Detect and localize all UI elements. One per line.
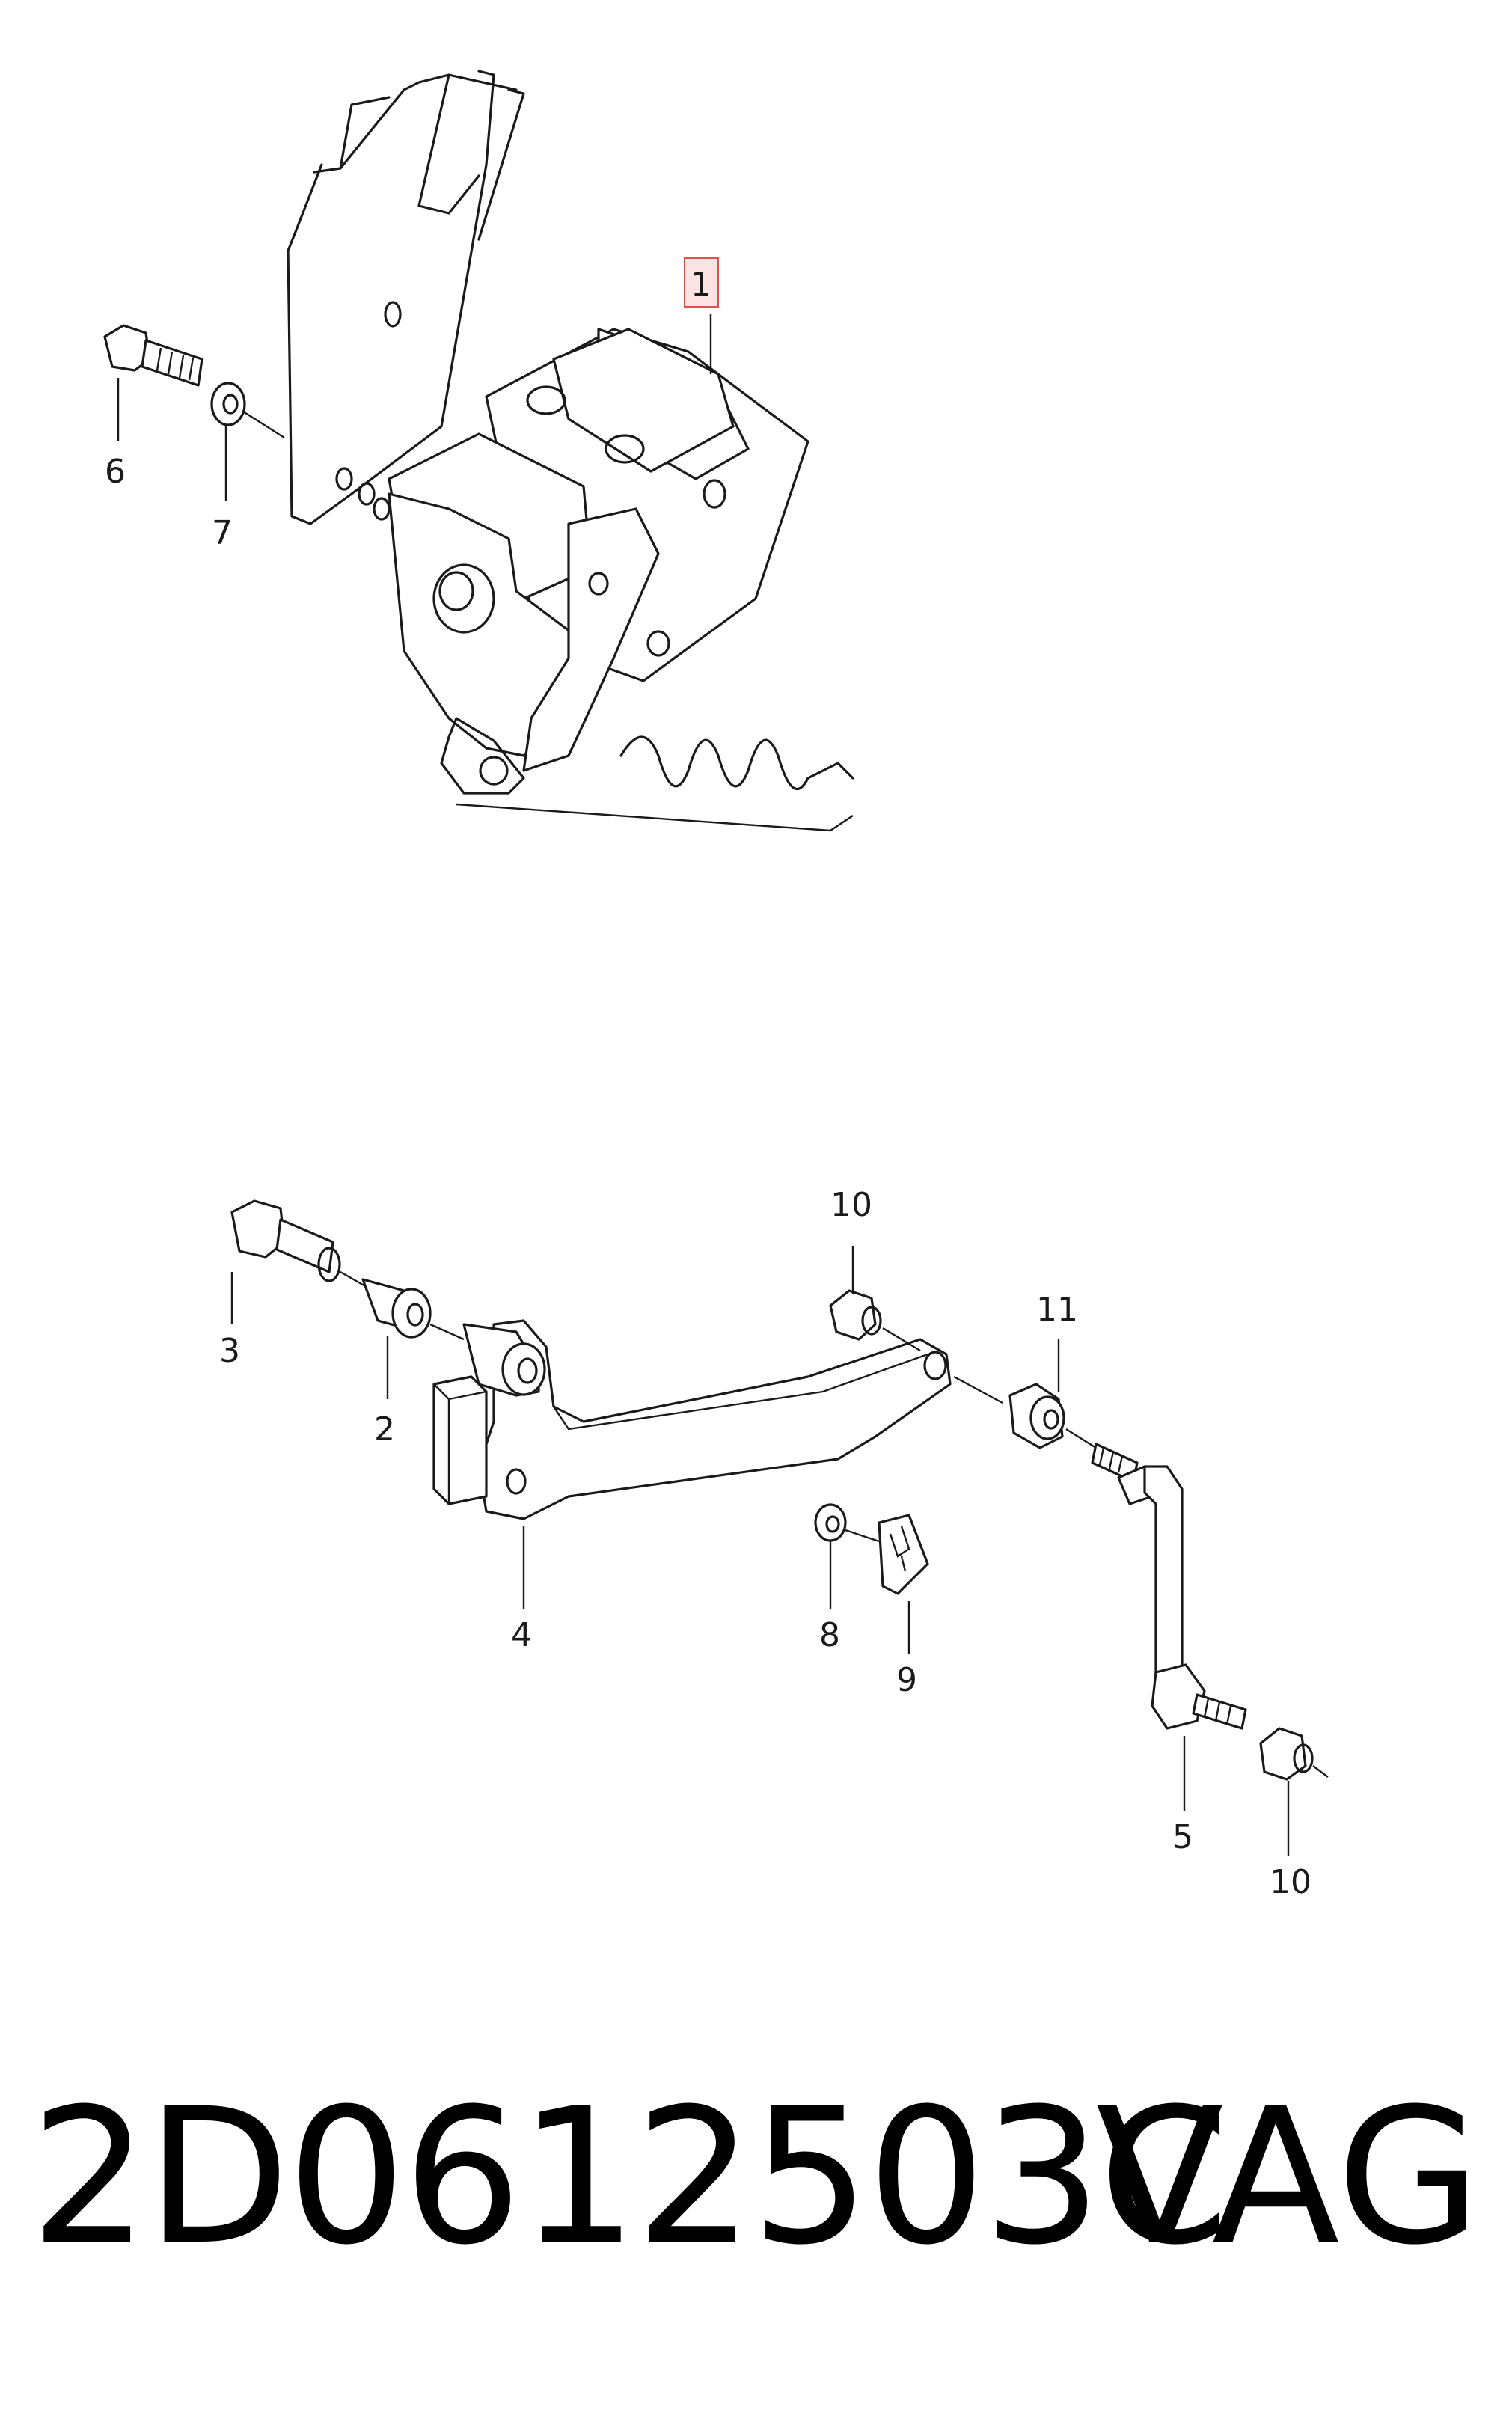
part-number: 2D0612503C <box>30 2068 1230 2286</box>
lever-arm-4 <box>462 1319 952 1520</box>
washer-7 <box>210 382 285 439</box>
hex-bolt-6 <box>103 324 203 387</box>
spring-clip-9 <box>878 1514 929 1595</box>
return-spring <box>619 735 854 790</box>
bushing-11 <box>953 1375 1097 1449</box>
pedal-sensor-housing <box>388 328 854 832</box>
brand-name: VAG <box>1095 2068 1481 2286</box>
callout-10-upper: 10 <box>830 1186 872 1224</box>
washer-8 <box>814 1503 880 1543</box>
callout-10-lower: 10 <box>1270 1863 1311 1901</box>
mounting-bracket <box>287 70 525 525</box>
callout-4: 4 <box>511 1616 532 1654</box>
link-rod-5 <box>1091 1443 1247 1730</box>
nut-10-lower <box>1259 1727 1329 1781</box>
callout-2: 2 <box>374 1410 395 1449</box>
callout-7: 7 <box>212 514 233 552</box>
hex-bolt-3 <box>230 1199 367 1288</box>
callout-3: 3 <box>219 1332 240 1370</box>
callout-6: 6 <box>105 453 126 491</box>
highlight-box-part-1 <box>684 257 719 308</box>
callout-leaders-bottom <box>230 1246 1290 1856</box>
callout-8: 8 <box>819 1616 840 1654</box>
callout-5: 5 <box>1172 1818 1193 1856</box>
nut-10-upper <box>829 1289 921 1352</box>
rubber-pad <box>432 1375 488 1505</box>
footer: 2D0612503C VAG <box>30 2065 1496 2290</box>
callout-11: 11 <box>1036 1291 1078 1329</box>
callout-leaders-top <box>117 314 712 501</box>
callout-1: 1 <box>691 266 711 304</box>
exploded-parts-diagram: 1 6 7 <box>103 70 1329 1901</box>
bushing-2 <box>361 1278 465 1341</box>
callout-9: 9 <box>896 1661 917 1699</box>
